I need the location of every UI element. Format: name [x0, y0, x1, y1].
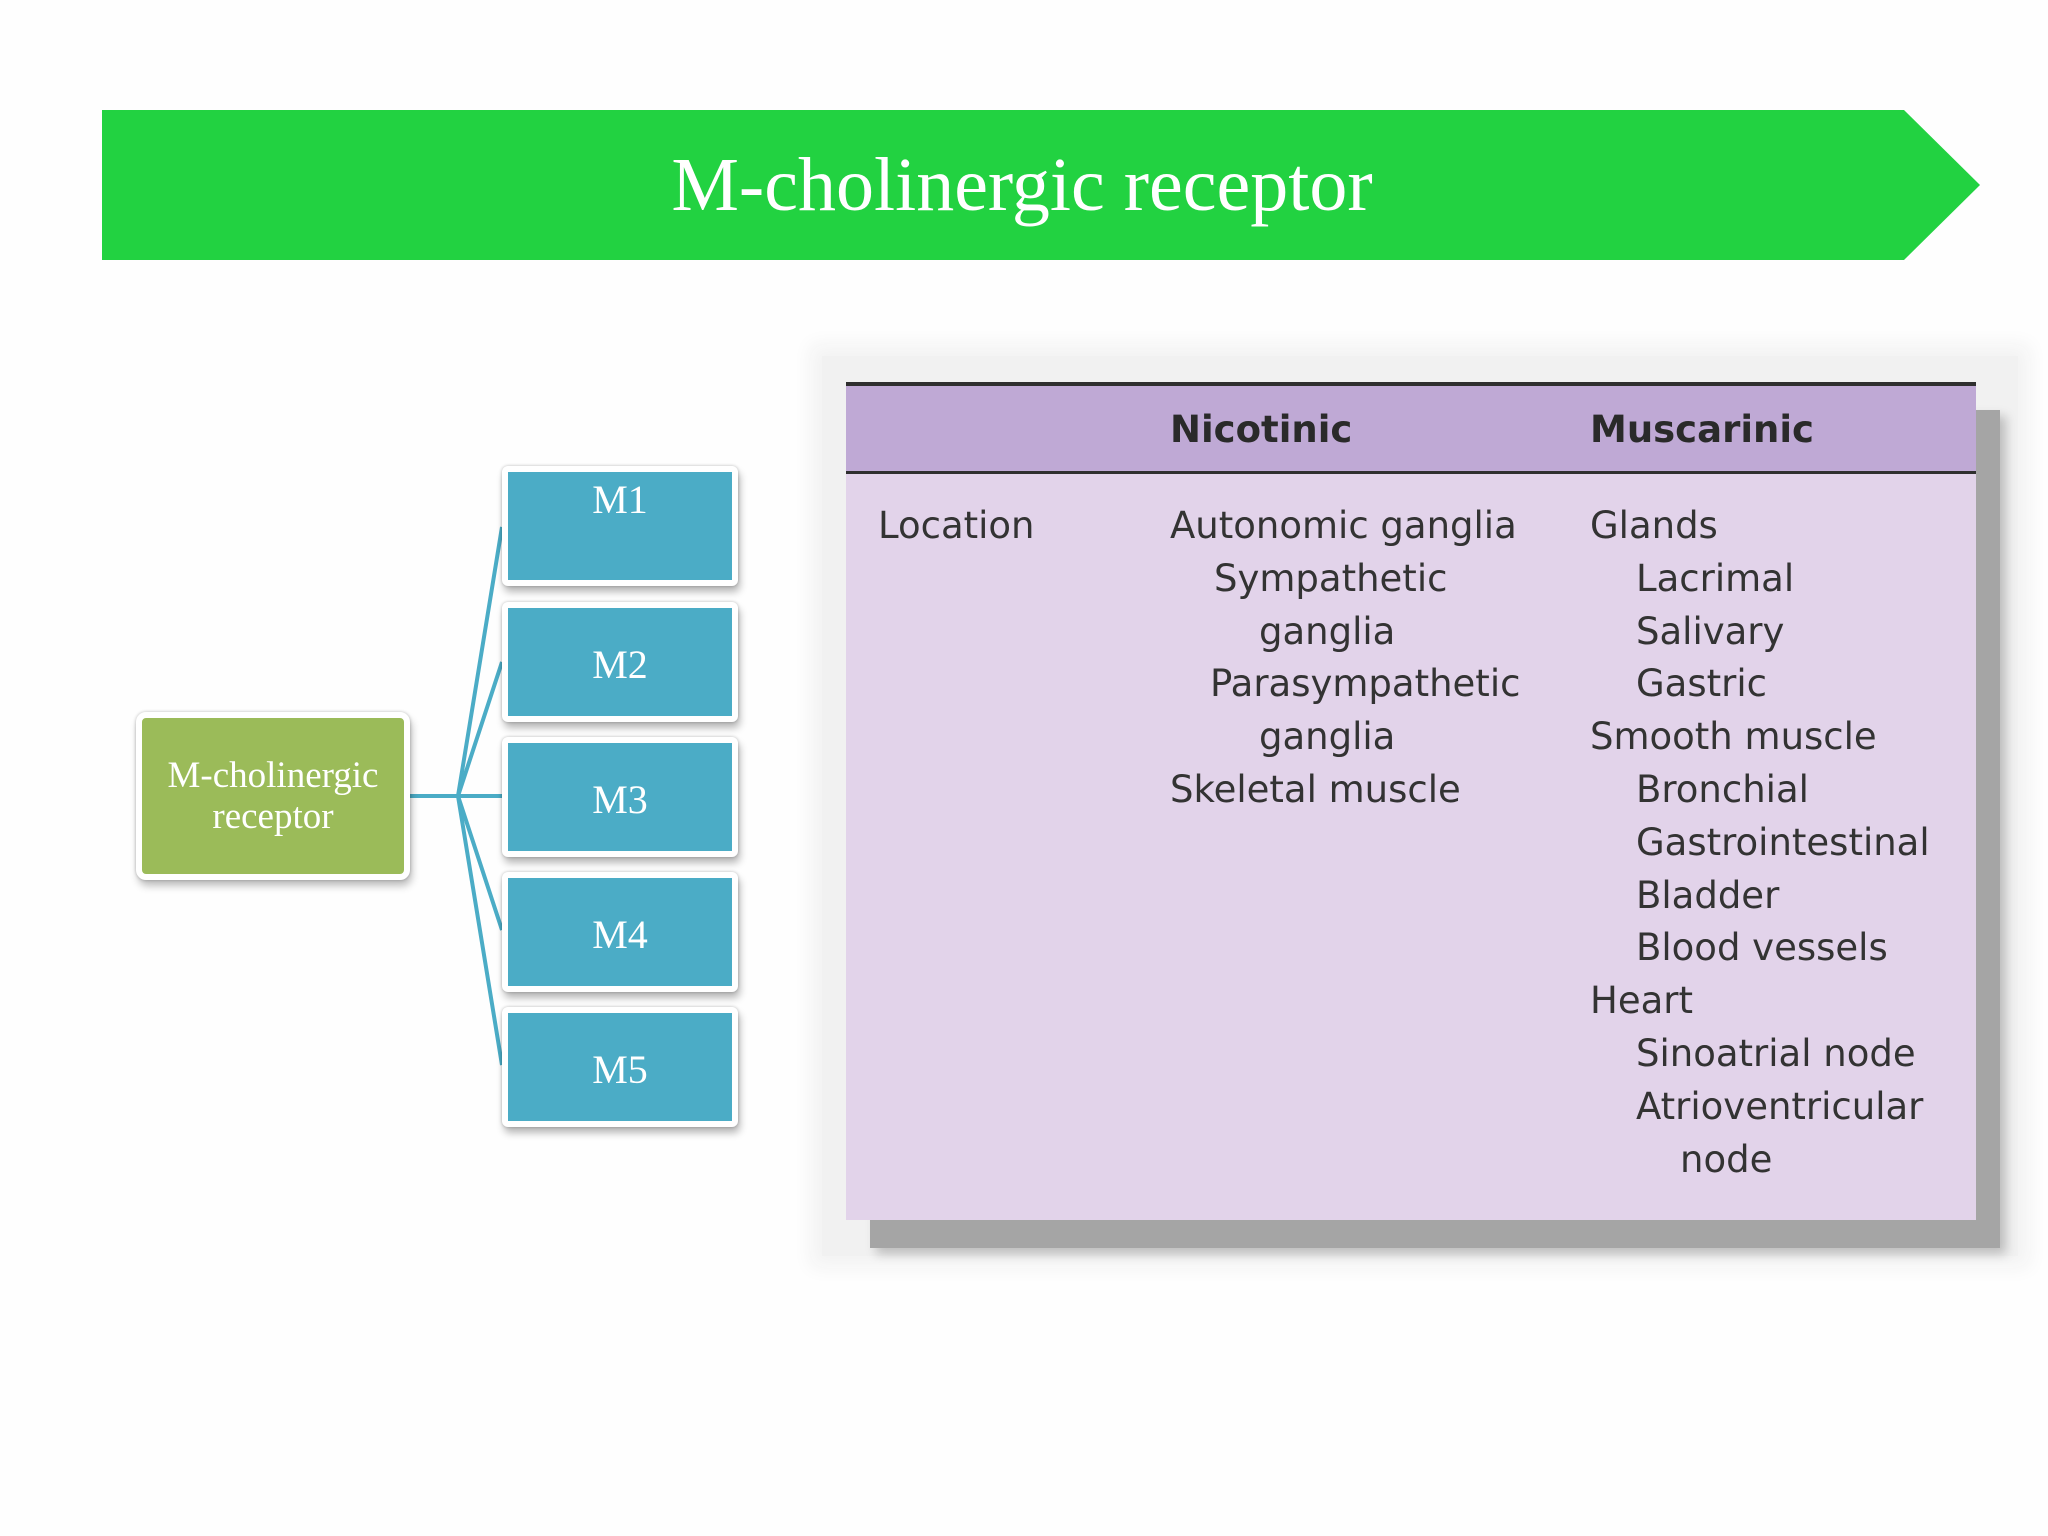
nicotinic-item: Parasympathetic	[1210, 662, 1521, 705]
nicotinic-item: Sympathetic	[1214, 557, 1448, 600]
muscarinic-item: Bronchial	[1636, 768, 1809, 811]
muscarinic-item: Salivary	[1636, 610, 1785, 653]
muscarinic-item: Atrioventricular	[1636, 1085, 1924, 1128]
nicotinic-item: ganglia	[1259, 610, 1396, 653]
connector-m2	[410, 661, 504, 798]
row-label-location: Location	[878, 504, 1035, 547]
child-node-m4: M4	[502, 872, 738, 992]
muscarinic-item: node	[1680, 1138, 1773, 1181]
slide-title: M-cholinergic receptor	[671, 143, 1373, 227]
muscarinic-item: Blood vessels	[1636, 926, 1888, 969]
root-node: M-cholinergic receptor	[136, 712, 410, 880]
muscarinic-item: Gastrointestinal	[1636, 821, 1930, 864]
nicotinic-item: Autonomic ganglia	[1170, 504, 1517, 547]
muscarinic-item: Glands	[1590, 504, 1718, 547]
child-node-m1: M1	[502, 466, 738, 586]
connector-m4	[410, 794, 504, 931]
child-node-m5: M5	[502, 1007, 738, 1127]
table-header-row: Nicotinic Muscarinic	[846, 382, 1976, 474]
child-node-m3: M3	[502, 737, 738, 857]
muscarinic-item: Bladder	[1636, 874, 1780, 917]
connector-m1	[410, 526, 504, 798]
nicotinic-item: Skeletal muscle	[1170, 768, 1461, 811]
header-muscarinic: Muscarinic	[1590, 408, 1814, 451]
muscarinic-item: Heart	[1590, 979, 1693, 1022]
muscarinic-item: Sinoatrial node	[1636, 1032, 1916, 1075]
muscarinic-item: Smooth muscle	[1590, 715, 1877, 758]
muscarinic-item: Gastric	[1636, 662, 1767, 705]
header-nicotinic: Nicotinic	[1170, 408, 1353, 451]
connector-m5	[410, 794, 504, 1066]
child-node-m2: M2	[502, 602, 738, 722]
banner-arrow-shape	[102, 110, 1980, 260]
muscarinic-item: Lacrimal	[1636, 557, 1795, 600]
title-banner: M-cholinergic receptor	[102, 110, 1980, 260]
receptor-location-table: Nicotinic Muscarinic Location Autonomic …	[846, 382, 1976, 1220]
nicotinic-item: ganglia	[1259, 715, 1396, 758]
